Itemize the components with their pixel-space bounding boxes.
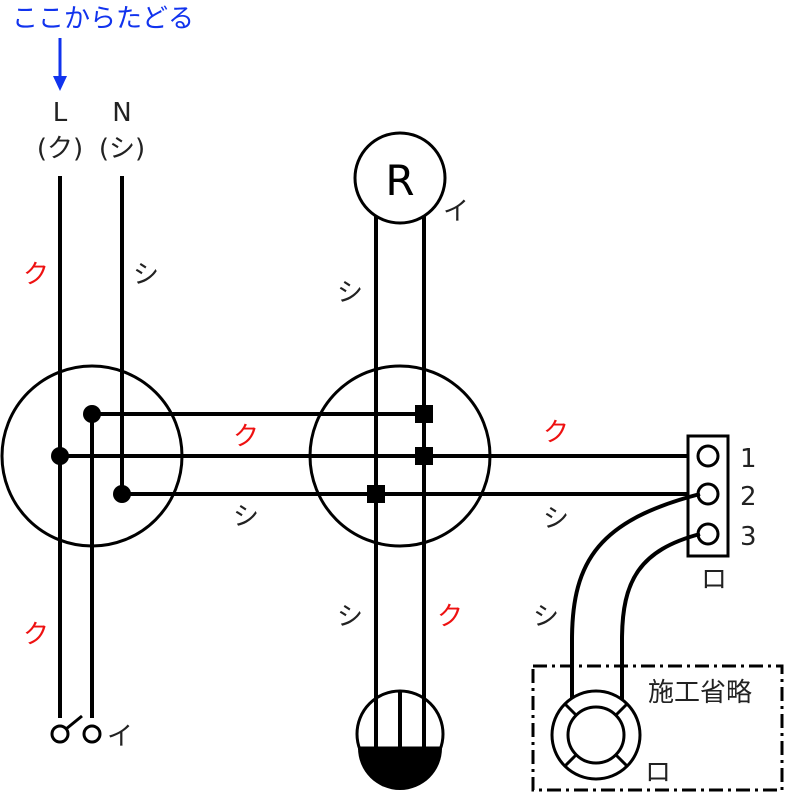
label-right-white: シ	[543, 504, 569, 534]
label-junction-white-mid: シ	[233, 502, 259, 532]
terminal-number-2: 2	[740, 482, 757, 512]
outlet-symbol	[355, 689, 445, 790]
label-main-white-upper: シ	[133, 260, 159, 290]
label-drop-black-lower: ク	[437, 602, 463, 632]
terminal-1	[696, 444, 720, 468]
source-n-label: N	[112, 98, 131, 128]
fixture-black-wire	[620, 532, 701, 700]
label-main-black-lower: ク	[23, 620, 49, 650]
dot-left-white	[113, 485, 131, 503]
label-drop-white-lower: シ	[337, 602, 363, 632]
omitted-label: 施工省略	[648, 678, 752, 708]
switch-symbol	[50, 714, 102, 744]
start-label: ここからたどる	[12, 4, 194, 34]
lamp-circle	[353, 131, 447, 225]
fixture-tag: ロ	[645, 758, 671, 788]
dot-left-switch	[83, 405, 101, 423]
splice-white	[367, 485, 385, 503]
label-main-black-upper: ク	[23, 260, 49, 290]
fixture-symbol	[550, 689, 642, 781]
source-l-sub: (ク)	[37, 134, 83, 164]
terminal-tag: ロ	[701, 565, 727, 595]
label-right-black: ク	[543, 418, 569, 448]
source-n-sub: (シ)	[99, 134, 145, 164]
source-l-label: L	[53, 98, 68, 128]
label-outlet-white: シ	[533, 602, 559, 632]
terminal-2	[696, 482, 720, 506]
lamp-symbol: R	[385, 156, 414, 205]
label-junction-black-mid: ク	[233, 422, 259, 452]
dot-left-black	[51, 447, 69, 465]
terminal-number-3: 3	[740, 522, 757, 552]
label-drop-white-upper: シ	[337, 278, 363, 308]
omitted-area	[531, 664, 784, 792]
lamp-tag: イ	[443, 197, 469, 227]
splice-black	[415, 447, 433, 465]
start-arrow	[53, 38, 67, 91]
terminal-3	[696, 522, 720, 546]
switch-tag: イ	[107, 722, 133, 752]
fixture-white-wire	[570, 492, 701, 700]
terminal-number-1: 1	[740, 444, 757, 474]
splice-switch-return	[415, 405, 433, 423]
